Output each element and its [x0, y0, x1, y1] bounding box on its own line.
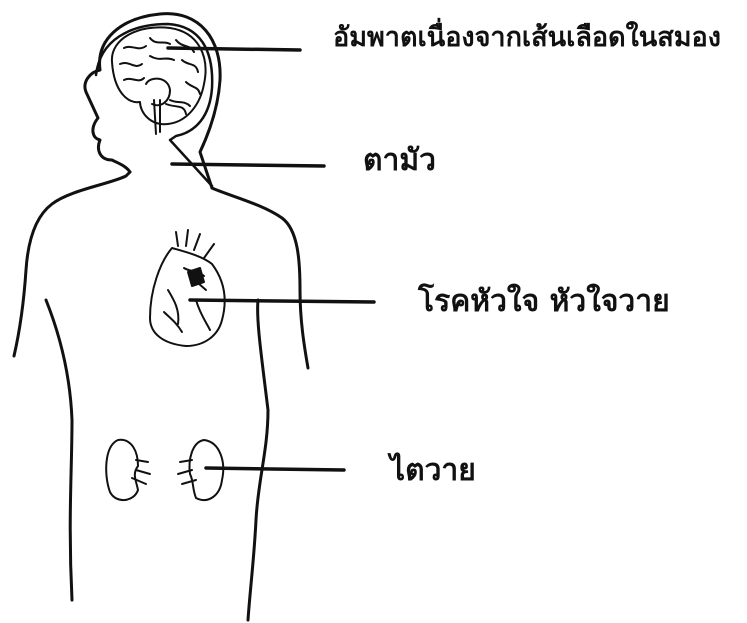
brain-icon [112, 27, 206, 134]
right-side-line [248, 300, 268, 620]
label-blindness: ตามัว [363, 146, 436, 176]
leader-line-kidney [206, 468, 344, 470]
kidney-right-icon [178, 440, 223, 500]
label-heart-disease: โรคหัวใจ หัวใจวาย [418, 287, 670, 317]
leader-line-heart [190, 300, 374, 302]
kidney-left-icon [106, 440, 150, 500]
leader-line-brain [168, 48, 300, 50]
torso-outline [14, 172, 130, 356]
label-stroke: อัมพาตเนื่องจากเส้นเลือดในสมอง [333, 24, 721, 51]
leader-line-eye [172, 164, 324, 166]
left-side-line [46, 300, 72, 600]
heart-icon [150, 230, 225, 346]
label-kidney-failure: ไตวาย [390, 456, 476, 486]
